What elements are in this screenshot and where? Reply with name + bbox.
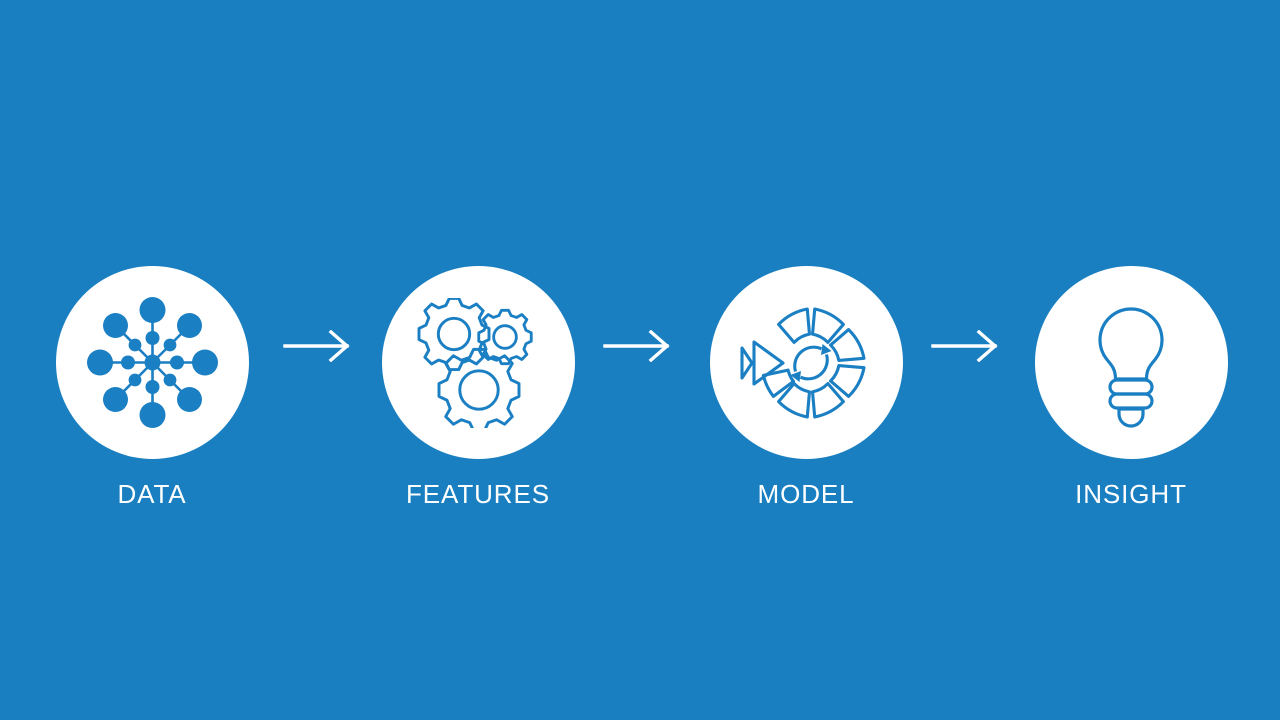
- gear-top-right: [479, 310, 532, 363]
- connector-arrow-features-to-model: [603, 330, 673, 362]
- segmented-wheel-refresh-icon: [740, 306, 866, 419]
- stage-label-data: DATA: [117, 479, 187, 509]
- connector-arrow-data-to-features: [283, 330, 353, 362]
- arrow-right-icon: [283, 330, 350, 362]
- stage-label-model: MODEL: [757, 479, 855, 509]
- stage-icon-circle-data: [55, 266, 249, 459]
- pipeline-stage-insight[interactable]: INSIGHT: [1031, 266, 1231, 507]
- gears-icon: [413, 298, 543, 428]
- stage-label-features: FEATURES: [406, 479, 550, 509]
- pipeline-stage-model[interactable]: MODEL: [706, 266, 906, 507]
- gear-top-left: [419, 298, 489, 369]
- stage-label-insight: INSIGHT: [1075, 479, 1187, 509]
- lightbulb-icon: [1098, 306, 1164, 428]
- stage-icon-circle-insight: [1034, 266, 1228, 459]
- pipeline-stage-data[interactable]: DATA: [52, 266, 252, 507]
- pipeline-stage-features[interactable]: FEATURES: [378, 266, 578, 507]
- network-nodes-icon: [86, 297, 218, 428]
- arrow-right-icon: [931, 330, 998, 362]
- stage-icon-circle-model: [709, 266, 903, 459]
- gear-bottom-center: [439, 349, 519, 428]
- connector-arrow-model-to-insight: [931, 330, 1001, 362]
- stage-icon-circle-features: [381, 266, 575, 459]
- arrow-right-icon: [603, 330, 670, 362]
